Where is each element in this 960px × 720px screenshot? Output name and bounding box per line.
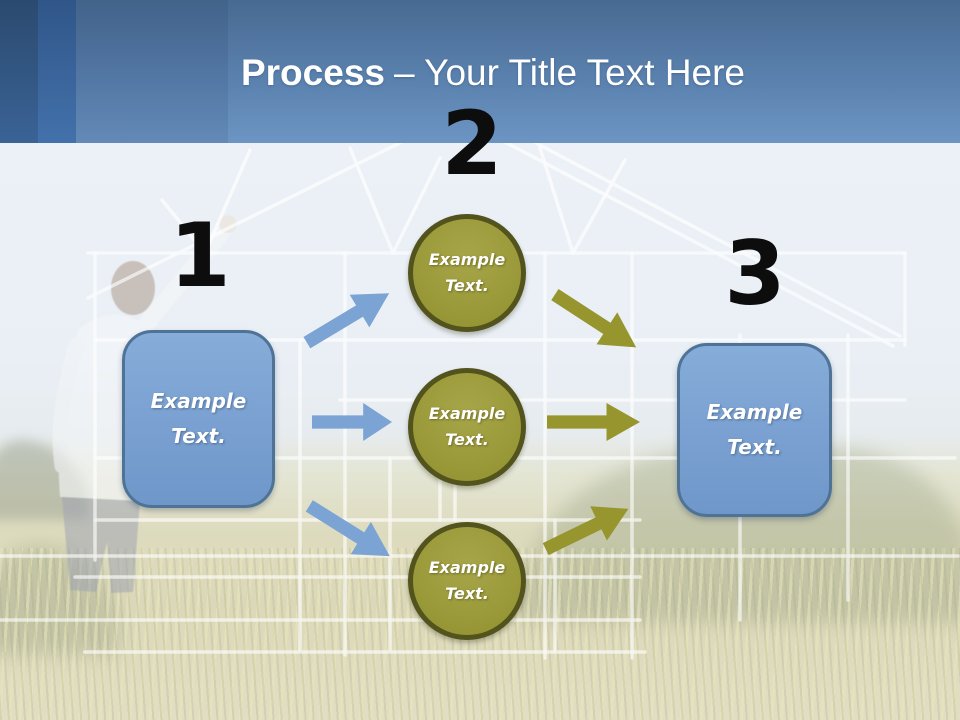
- blue-arrow-down-right-icon[interactable]: [299, 489, 401, 573]
- accent-bar-dark: [0, 0, 38, 143]
- olive-arrow-right-icon[interactable]: [547, 402, 640, 442]
- header-band: [0, 0, 960, 143]
- box-label: Example Text.: [706, 400, 803, 459]
- step-number-3[interactable]: 3: [724, 222, 785, 325]
- blue-arrow-up-right-icon[interactable]: [297, 276, 400, 360]
- step-number-1[interactable]: 1: [169, 204, 230, 307]
- title-emphasis: Process: [240, 52, 385, 93]
- circle-label: Example Text.: [428, 404, 506, 449]
- olive-arrow-down-right-icon[interactable]: [544, 278, 647, 364]
- process-circle-top[interactable]: Example Text.: [408, 214, 526, 332]
- process-box-right[interactable]: Example Text.: [677, 343, 832, 517]
- process-box-left[interactable]: Example Text.: [122, 330, 275, 508]
- header-overlay-band: [76, 0, 228, 143]
- box-label: Example Text.: [150, 389, 247, 448]
- circle-label: Example Text.: [428, 250, 506, 295]
- step-number-2[interactable]: 2: [441, 92, 502, 195]
- process-circle-bottom[interactable]: Example Text.: [408, 522, 526, 640]
- title-text: – Your Title Text Here: [393, 52, 746, 93]
- process-circle-middle[interactable]: Example Text.: [408, 368, 526, 486]
- circle-label: Example Text.: [428, 558, 506, 603]
- slide-title[interactable]: Process– Your Title Text Here: [0, 52, 960, 94]
- accent-bar-medium: [38, 0, 76, 143]
- olive-arrow-up-right-icon[interactable]: [537, 491, 637, 567]
- blue-arrow-right-icon[interactable]: [312, 402, 392, 442]
